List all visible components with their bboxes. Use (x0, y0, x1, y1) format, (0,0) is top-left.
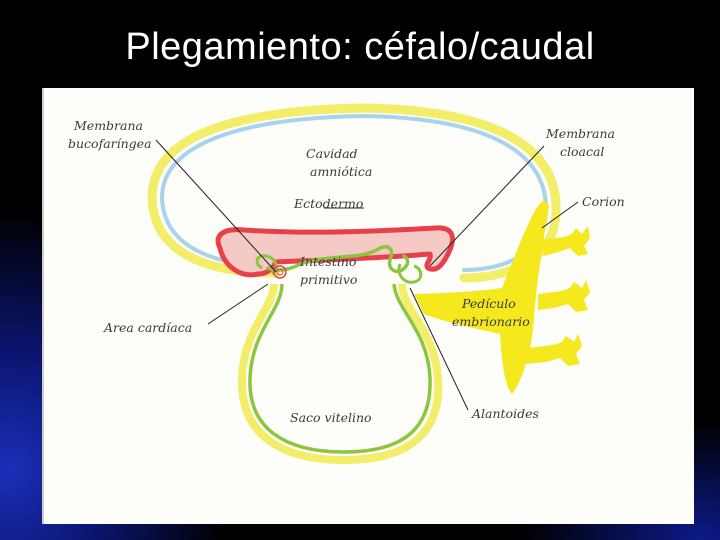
cardiac-area-spiral (273, 265, 287, 279)
yolk-sac-outer (237, 283, 443, 465)
label-alantoides: Alantoides (471, 406, 539, 421)
label-cavidad-amniotica-2: amniótica (310, 164, 372, 179)
connecting-stalk (414, 200, 549, 394)
embryo-body (215, 225, 455, 278)
amnion-outer-yellow (147, 103, 561, 283)
leader-corion (541, 201, 579, 229)
chorion-villus-3 (526, 334, 582, 366)
label-intestino-primitivo-1: Intestino (299, 254, 356, 269)
leader-membrana-bucofaringea (155, 139, 277, 273)
label-membrana-bucofaringea-2: bucofaríngea (68, 136, 152, 151)
chorion-villus-1 (542, 226, 590, 256)
label-membrana-cloacal-1: Membrana (545, 126, 615, 141)
label-intestino-primitivo-2: primitivo (300, 272, 357, 287)
label-ectodermo: Ectodermo (293, 196, 363, 211)
label-cavidad-amniotica-1: Cavidad (306, 146, 358, 161)
yolk-sac-green (248, 283, 432, 454)
label-pediculo-embrionario-2: embrionario (452, 314, 530, 329)
leader-alantoides (409, 287, 469, 411)
leader-area-cardiaca (207, 283, 269, 325)
label-pediculo-embrionario-1: Pedículo (461, 296, 516, 311)
primitive-gut-green (266, 245, 410, 273)
label-membrana-cloacal-2: cloacal (560, 144, 604, 159)
label-corion: Corion (582, 194, 625, 209)
leader-membrana-cloacal (429, 145, 545, 267)
embryo-folding-figure: Membrana bucofaríngea Cavidad amniótica … (42, 88, 694, 524)
label-saco-vitelino: Saco vitelino (290, 410, 372, 425)
chorion-villus-2 (538, 280, 590, 312)
slide-title: Plegamiento: céfalo/caudal (125, 26, 595, 68)
embryo-diagram: Membrana bucofaríngea Cavidad amniótica … (68, 103, 625, 465)
allantois (397, 263, 423, 284)
label-area-cardiaca: Area cardíaca (103, 320, 192, 335)
cardiac-area-spiral-inner (276, 268, 284, 276)
label-membrana-bucofaringea-1: Membrana (73, 118, 143, 133)
